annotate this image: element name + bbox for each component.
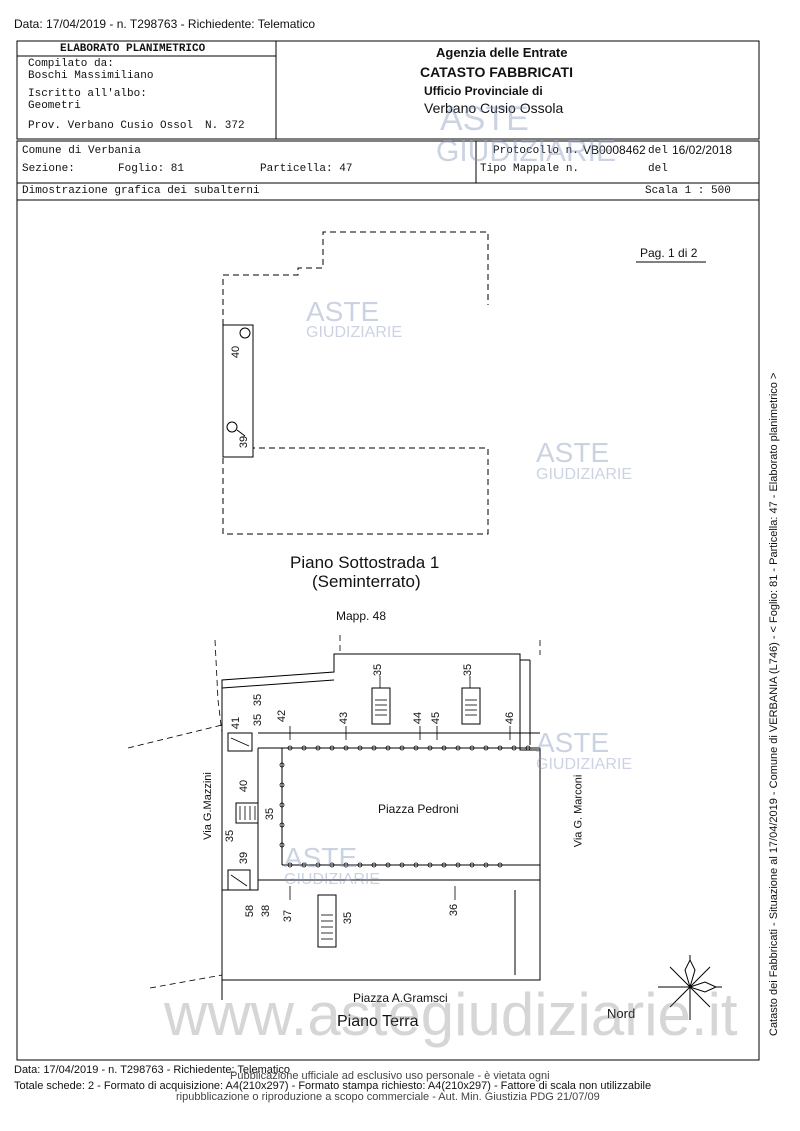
scale-label: Scala 1 : 500 [645,185,731,197]
watermark-giudiziarie-3: GIUDIZIARIE [536,756,633,773]
sub-39-basement: 39 [238,435,251,449]
iscritto-label: Iscritto all'albo: [28,88,147,100]
particella-label: Particella: 47 [260,163,353,175]
footer-totals-line: Totale schede: 2 - Formato di acquisizio… [14,1080,652,1092]
watermark-aste-header: ASTE [440,100,529,138]
watermark-giudiziarie-2: GIUDIZIARIE [536,466,633,483]
elaborato-title: ELABORATO PLANIMETRICO [60,43,206,55]
agency-name: Agenzia delle Entrate [436,45,568,60]
sub-46: 46 [504,711,517,725]
sezione-label: Sezione: [22,163,75,175]
watermark-giudiziarie-header: GIUDIZIARIE [436,135,617,168]
footer-request-line: Data: 17/04/2019 - n. T298763 - Richiede… [14,1064,290,1076]
watermark-giudiziarie-4: GIUDIZIARIE [284,871,381,888]
tipo-del-label: del [648,163,668,175]
protocollo-value: VB0008462 [583,143,646,157]
via-mazzini-label: Via G.Mazzini [201,772,214,840]
sub-44: 44 [412,711,425,725]
sub-40-basement: 40 [230,345,243,359]
sub-45: 45 [430,711,443,725]
prov-number: N. 372 [205,120,245,132]
via-marconi-label: Via G. Marconi [572,774,585,848]
sub-37: 37 [282,909,295,923]
ground-floor-title: Piano Terra [337,1013,419,1030]
prov-label: Prov. Verbano Cusio Ossol [28,120,194,132]
watermark-giudiziarie-1: GIUDIZIARIE [306,324,403,341]
foglio-label: Foglio: 81 [118,163,185,175]
catasto-title: CATASTO FABBRICATI [420,64,573,80]
basement-floor-title: Piano Sottostrada 1 [290,553,440,572]
ufficio-label: Ufficio Provinciale di [424,84,543,98]
compilato-name: Boschi Massimiliano [28,70,154,82]
footer-republication-note: ripubblicazione o riproduzione a scopo c… [176,1091,600,1103]
sub-39-ground: 39 [238,851,251,865]
compilato-label: Compilato da: [28,58,114,70]
tipo-mappale-label: Tipo Mappale n. [480,163,580,175]
sub-40-ground: 40 [238,779,251,793]
watermark-aste-1: ASTE [306,296,380,327]
protocollo-label: Protocollo n. [493,145,579,157]
top-request-line: Data: 17/04/2019 - n. T298763 - Richiede… [14,17,316,31]
watermark-aste-2: ASTE [536,437,610,468]
piazza-gramsci-label: Piazza A.Gramsci [353,991,448,1005]
watermark-website: www.astegiudiziarie.it [164,981,738,1048]
mapp-48-label: Mapp. 48 [336,609,387,623]
sub-43: 43 [338,711,351,725]
protocollo-del-label: del [648,145,668,157]
sub-35-west-mid: 35 [264,807,277,821]
sub-41: 41 [230,716,243,730]
sub-35-stair-1: 35 [372,663,385,677]
comune-label: Comune di Verbania [22,145,141,157]
protocollo-date: 16/02/2018 [672,143,733,157]
sub-35-stair-2: 35 [462,663,475,677]
sub-35-west-top: 35 [252,693,265,707]
piazza-pedroni-label: Piazza Pedroni [378,802,459,816]
sub-35-west-41: 35 [252,713,265,727]
watermark-aste-4: ASTE [284,842,358,873]
sub-42: 42 [276,709,289,723]
sub-35-south: 35 [342,911,355,925]
sub-38: 38 [260,904,273,918]
sub-36: 36 [448,903,461,917]
footer-publication-note: Pubblicazione ufficiale ad esclusivo uso… [230,1070,550,1082]
side-catasto-text: Catasto dei Fabbricati - Situazione al 1… [768,372,780,1036]
basement-floor-subtitle: (Seminterrato) [312,572,421,591]
office-city: Verbano Cusio Ossola [424,100,564,116]
sub-58: 58 [244,904,257,918]
sub-35-west-side: 35 [224,829,237,843]
dimostrazione-label: Dimostrazione grafica dei subalterni [22,185,260,197]
north-label: Nord [607,1006,636,1021]
compass-rose [658,955,722,1020]
page-indicator: Pag. 1 di 2 [640,246,698,260]
watermark-aste-3: ASTE [536,727,610,758]
iscritto-value: Geometri [28,100,81,112]
